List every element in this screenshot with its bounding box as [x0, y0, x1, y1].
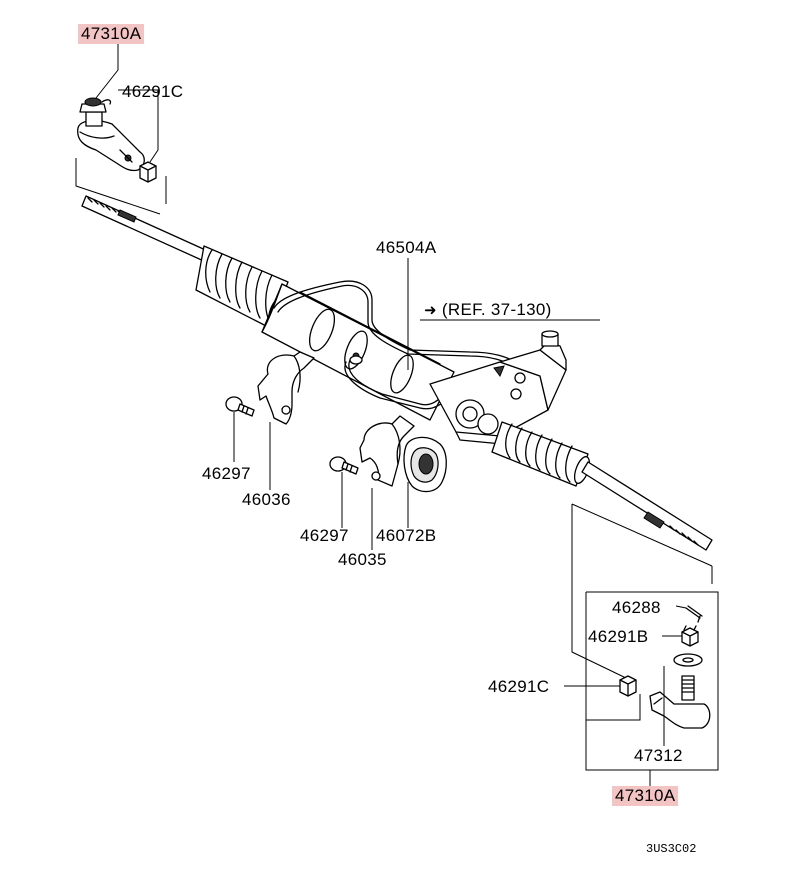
- castle-nut-46291b[interactable]: [681, 625, 699, 647]
- label-reference: (REF. 37-130): [441, 300, 552, 319]
- label-tie-rod-end[interactable]: 47312: [634, 746, 683, 765]
- label-bolt-center[interactable]: 46297: [300, 526, 349, 545]
- rack-boot-right[interactable]: [491, 421, 592, 487]
- label-bushing[interactable]: 46072B: [376, 526, 437, 545]
- label-clamp-left[interactable]: 46036: [242, 490, 291, 509]
- reference-note[interactable]: ➜ (REF. 37-130): [424, 300, 552, 321]
- label-clamp-center[interactable]: 46035: [338, 550, 387, 569]
- label-tube-set[interactable]: 46504A: [376, 238, 437, 257]
- gear-housing[interactable]: [261, 283, 455, 421]
- bolt-46297-left[interactable]: [225, 396, 255, 417]
- cotter-pin-46288[interactable]: [685, 605, 703, 623]
- bushing-46072b[interactable]: [403, 436, 447, 493]
- label-nut-top[interactable]: 46291C: [122, 82, 184, 101]
- leader-lines-bottom-right: [564, 605, 687, 788]
- leader-lines-center: [233, 258, 600, 550]
- label-cotter-pin[interactable]: 46288: [612, 598, 661, 617]
- label-nut-bottom[interactable]: 46291C: [488, 677, 550, 696]
- tie-rod-end-top[interactable]: [77, 97, 145, 172]
- leader-lines-right: [571, 503, 713, 679]
- tie-rod-end-47312[interactable]: [649, 653, 711, 729]
- label-castle-nut[interactable]: 46291B: [588, 627, 649, 646]
- valve-body[interactable]: [429, 330, 567, 445]
- arrow-right-icon: ➜: [424, 302, 437, 319]
- clamp-46035[interactable]: [359, 415, 415, 487]
- label-tie-rod-end-assy-bottom[interactable]: 47310A: [612, 786, 679, 806]
- diagram-code: 3US3C02: [646, 842, 697, 856]
- nut-46291c-top[interactable]: [139, 161, 157, 183]
- nut-46291c-bottom[interactable]: [619, 675, 637, 697]
- clamp-46036[interactable]: [257, 351, 315, 425]
- leader-lines-top-left: [75, 44, 167, 215]
- inner-tie-rod-left[interactable]: [81, 195, 211, 263]
- label-bolt-left[interactable]: 46297: [202, 464, 251, 483]
- label-tie-rod-end-assy-top[interactable]: 47310A: [78, 24, 145, 44]
- bolt-46297-center[interactable]: [329, 456, 359, 475]
- assembly-box-bottom: [585, 591, 719, 771]
- inner-tie-rod-right[interactable]: [581, 461, 713, 551]
